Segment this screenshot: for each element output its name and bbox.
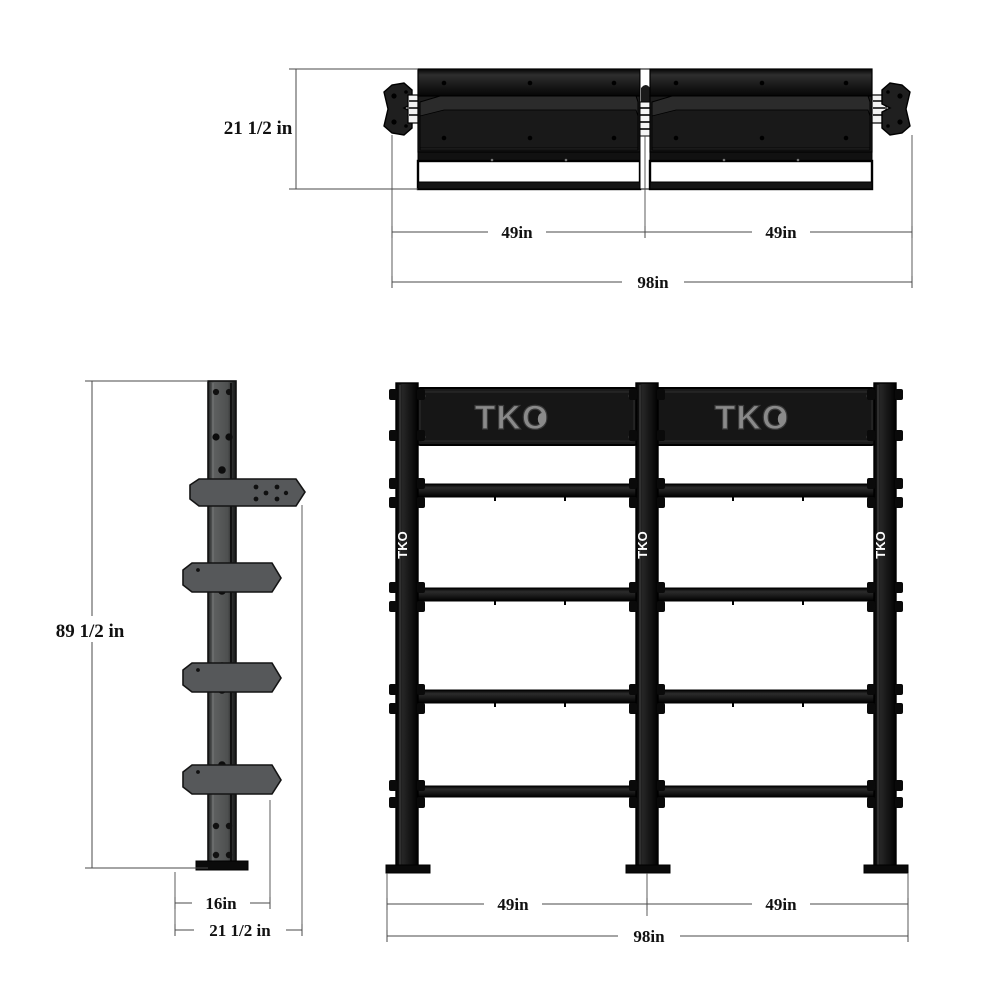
shelf-rail bbox=[415, 785, 639, 798]
shelf-rail bbox=[415, 689, 639, 704]
post-left-brackets bbox=[389, 389, 425, 808]
dimension-side-depth-outer: 21 1/2 in bbox=[174, 918, 303, 941]
tko-logo-right: TKO bbox=[714, 398, 790, 437]
front-view-post-right: TKO bbox=[863, 382, 909, 874]
dimension-label-side-depth-outer: 21 1/2 in bbox=[209, 921, 271, 940]
dimension-top-right-span: 49in bbox=[645, 221, 913, 243]
dimension-label-side-depth-inner: 16in bbox=[205, 894, 237, 913]
side-view-bracket-1 bbox=[189, 478, 306, 507]
top-view: 21 1/2 in 49in 49in bbox=[224, 68, 913, 293]
dimension-label-front-right-span: 49in bbox=[765, 895, 797, 914]
tko-logo-left-text: TKO bbox=[475, 399, 550, 437]
post-logo-right-text: TKO bbox=[873, 531, 888, 558]
dimension-front-right-span: 49in bbox=[647, 893, 909, 915]
shelf-rail bbox=[653, 689, 877, 704]
post-logo-left: TKO bbox=[395, 531, 410, 558]
post-base-foot bbox=[625, 864, 671, 874]
side-view-bracket-4 bbox=[182, 764, 282, 795]
dimension-label-top-right-span: 49in bbox=[765, 223, 797, 242]
side-view-bracket-3 bbox=[182, 662, 282, 693]
front-view-shelf-rails bbox=[415, 483, 877, 798]
front-view-post-left: TKO bbox=[385, 382, 431, 874]
side-view-base-plate bbox=[195, 860, 249, 871]
shelf-rail bbox=[653, 587, 877, 602]
post-base-foot bbox=[863, 864, 909, 874]
top-view-left-section bbox=[383, 68, 642, 191]
dimension-top-total-span: 98in bbox=[391, 271, 913, 293]
shelf-rail bbox=[653, 785, 877, 798]
tko-logo-left: TKO bbox=[474, 398, 550, 437]
shelf-rail bbox=[415, 587, 639, 602]
top-view-right-section bbox=[648, 68, 911, 191]
dimension-label-top-height: 21 1/2 in bbox=[224, 118, 293, 139]
front-view-banner-left: TKO bbox=[415, 387, 639, 446]
post-logo-center: TKO bbox=[635, 531, 650, 558]
side-view: 89 1/2 in 16in 21 1/2 in bbox=[40, 380, 306, 941]
front-view-post-center: TKO bbox=[625, 382, 671, 874]
front-view: TKO TKO bbox=[385, 382, 909, 947]
tko-logo-right-text: TKO bbox=[715, 399, 790, 437]
dimension-label-top-total-span: 98in bbox=[637, 273, 669, 292]
dimension-front-total-span: 98in bbox=[386, 925, 909, 947]
dimension-label-front-total-span: 98in bbox=[633, 927, 665, 946]
front-view-banner-right: TKO bbox=[653, 387, 877, 446]
dimension-label-front-left-span: 49in bbox=[497, 895, 529, 914]
dimension-side-height: 89 1/2 in bbox=[40, 380, 208, 869]
post-base-foot bbox=[385, 864, 431, 874]
dimension-label-side-height: 89 1/2 in bbox=[56, 621, 125, 642]
dimension-front-left-span: 49in bbox=[386, 893, 648, 915]
dimension-top-left-span: 49in bbox=[391, 221, 646, 243]
post-logo-center-text: TKO bbox=[635, 531, 650, 558]
dimension-side-depth-inner: 16in bbox=[174, 892, 271, 914]
dimension-label-top-left-span: 49in bbox=[501, 223, 533, 242]
post-center-brackets bbox=[629, 389, 665, 808]
dimension-top-height: 21 1/2 in bbox=[224, 68, 418, 190]
side-view-bracket-2 bbox=[182, 562, 282, 593]
shelf-rail bbox=[653, 483, 877, 498]
post-logo-right: TKO bbox=[873, 531, 888, 558]
shelf-rail bbox=[415, 483, 639, 498]
top-right-end-bracket bbox=[871, 82, 911, 136]
post-right-brackets bbox=[867, 389, 903, 808]
post-logo-left-text: TKO bbox=[395, 531, 410, 558]
